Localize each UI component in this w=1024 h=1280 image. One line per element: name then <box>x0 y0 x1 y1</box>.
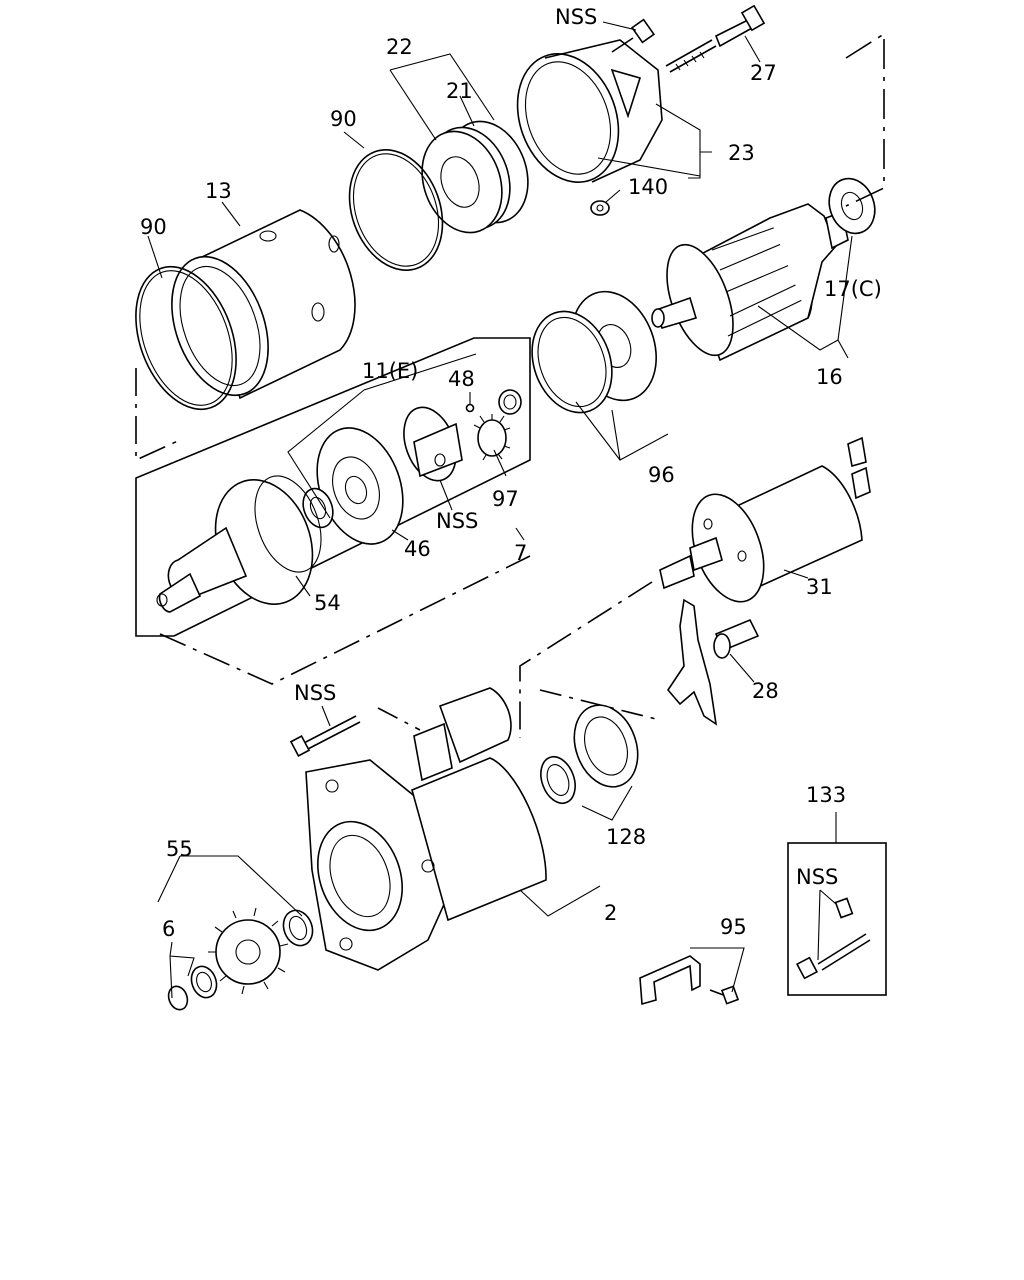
shift-lever-28 <box>666 598 760 726</box>
label-part-27: 27 <box>750 61 777 85</box>
bolt-nss-top <box>611 18 656 53</box>
leader-lines <box>147 21 853 999</box>
brush-holder-21 <box>421 120 529 234</box>
label-part-55: 55 <box>166 837 193 861</box>
planetary-gear-46 <box>316 427 404 545</box>
bolt-kit-133 <box>795 897 871 980</box>
label-part-28: 28 <box>752 679 779 703</box>
label-part-90-left: 90 <box>140 215 167 239</box>
bracket-95 <box>639 955 740 1006</box>
label-part-11e: 11(E) <box>362 359 418 383</box>
bearing-11e <box>498 389 522 415</box>
label-part-7: 7 <box>514 541 527 565</box>
ring-6 <box>167 965 218 1011</box>
label-nss-box: NSS <box>796 865 838 889</box>
label-part-95: 95 <box>720 915 747 939</box>
label-nss-mid: NSS <box>436 509 478 533</box>
yoke-13 <box>171 209 356 400</box>
shield-96 <box>531 290 657 414</box>
washer-140 <box>590 200 610 216</box>
label-part-54: 54 <box>314 591 341 615</box>
bearing-17c <box>828 177 876 235</box>
pinion-55 <box>208 907 289 995</box>
label-part-13: 13 <box>205 179 232 203</box>
label-part-6: 6 <box>162 917 175 941</box>
rear-cover-23 <box>516 39 663 183</box>
solenoid-31 <box>659 436 871 603</box>
housing-2 <box>305 687 547 971</box>
label-part-31: 31 <box>806 575 833 599</box>
label-part-140: 140 <box>628 175 668 199</box>
label-part-48: 48 <box>448 367 475 391</box>
ball-48 <box>465 403 475 413</box>
gear-97 <box>473 414 511 461</box>
armature-dash-line <box>845 32 885 207</box>
label-nss-top: NSS <box>555 5 597 29</box>
label-part-22: 22 <box>386 35 413 59</box>
label-nss-bolt: NSS <box>294 681 336 705</box>
bearing-128 <box>540 704 639 805</box>
o-ring-90-top <box>348 149 444 271</box>
gear-group-box <box>135 337 531 637</box>
label-part-17c: 17(C) <box>824 277 882 301</box>
armature-16 <box>651 203 849 362</box>
solenoid-dash <box>519 581 653 738</box>
label-part-96: 96 <box>648 463 675 487</box>
gear-group-dash <box>159 555 531 685</box>
label-part-2: 2 <box>604 901 617 925</box>
o-ring-90-left <box>135 265 237 411</box>
through-bolt-27 <box>665 4 766 73</box>
label-part-23: 23 <box>728 141 755 165</box>
label-part-16: 16 <box>816 365 843 389</box>
label-part-128: 128 <box>606 825 646 849</box>
clutch-shaft-54 <box>156 475 322 613</box>
gear-shaft-nss <box>403 406 463 482</box>
label-part-97: 97 <box>492 487 519 511</box>
label-part-90-top: 90 <box>330 107 357 131</box>
bolt-nss-housing <box>289 715 361 757</box>
sleeve-55 <box>282 909 314 947</box>
label-part-21: 21 <box>446 79 473 103</box>
label-part-133: 133 <box>806 783 846 807</box>
bolt-kit-box <box>787 842 887 996</box>
label-part-46: 46 <box>404 537 431 561</box>
